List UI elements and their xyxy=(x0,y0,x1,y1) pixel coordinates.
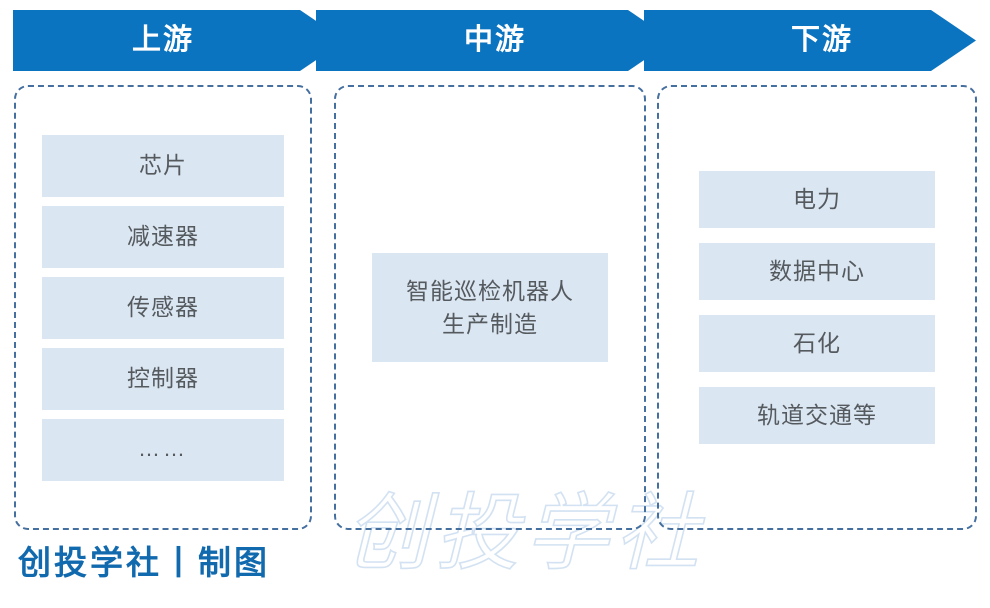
list-item[interactable]: 控制器 xyxy=(42,347,284,410)
column-downstream: 电力 数据中心 石化 轨道交通等 xyxy=(657,85,977,530)
stage-label-midstream: 中游 xyxy=(463,24,526,56)
list-item[interactable]: 数据中心 xyxy=(699,243,935,300)
column-downstream-items: 电力 数据中心 石化 轨道交通等 xyxy=(659,87,975,528)
list-item[interactable]: 轨道交通等 xyxy=(699,387,935,444)
column-upstream-items: 芯片 减速器 传感器 控制器 …… xyxy=(16,87,310,528)
column-upstream: 芯片 减速器 传感器 控制器 …… xyxy=(14,85,312,530)
chevron-midstream xyxy=(316,10,673,71)
list-item[interactable]: 智能巡检机器人 生产制造 xyxy=(372,252,608,363)
list-item[interactable]: 减速器 xyxy=(42,205,284,268)
stage-label-downstream: 下游 xyxy=(790,24,853,56)
column-midstream-items: 智能巡检机器人 生产制造 xyxy=(336,87,644,528)
list-item[interactable]: 电力 xyxy=(699,171,935,228)
list-item[interactable]: 芯片 xyxy=(42,134,284,197)
list-item[interactable]: 传感器 xyxy=(42,276,284,339)
stage-chevron-band xyxy=(13,10,977,71)
stage-label-upstream: 上游 xyxy=(131,24,194,56)
chevron-upstream xyxy=(13,10,345,71)
list-item[interactable]: 石化 xyxy=(699,315,935,372)
column-midstream: 智能巡检机器人 生产制造 xyxy=(334,85,646,530)
list-item-ellipsis[interactable]: …… xyxy=(42,418,284,481)
footer-credit: 创投学社丨制图 xyxy=(18,546,270,582)
chevron-downstream xyxy=(644,10,976,71)
